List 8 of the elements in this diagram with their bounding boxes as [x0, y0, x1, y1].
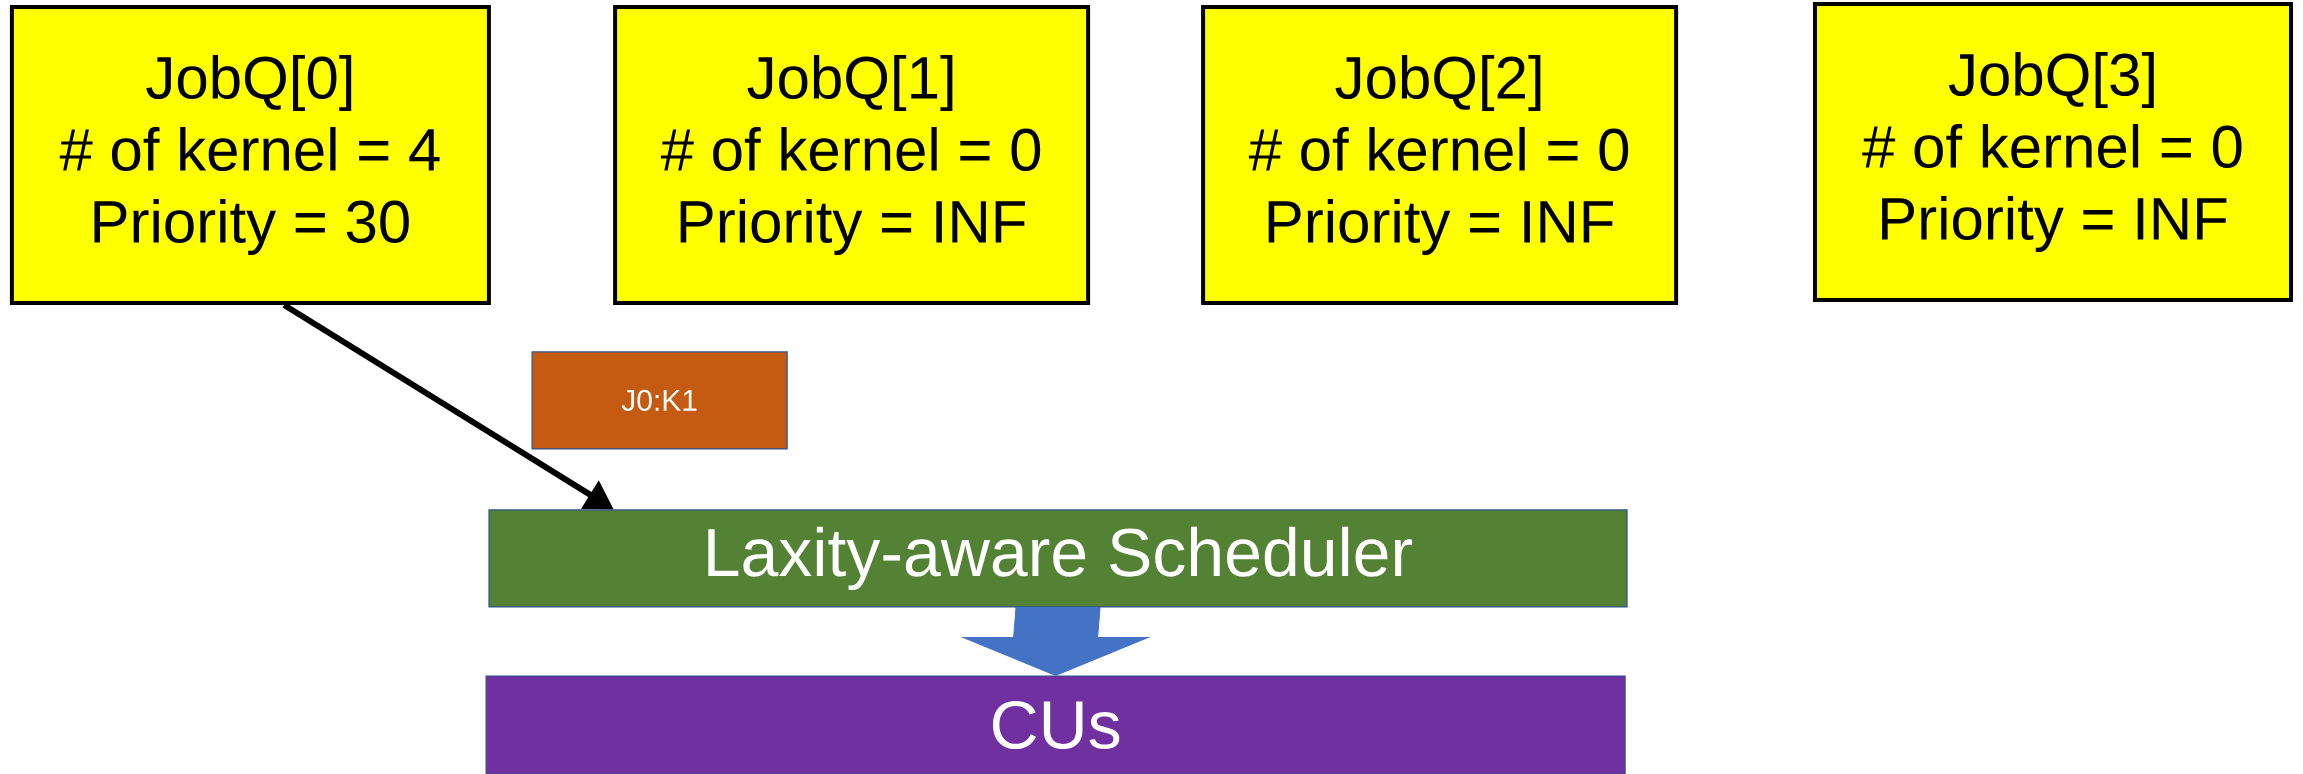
block-arrow	[962, 607, 1149, 676]
scheduler-bar: Laxity-aware Scheduler	[488, 509, 1628, 608]
queue-box: JobQ[0] # of kernel = 4 Priority = 30	[9, 5, 491, 305]
queue-box: JobQ[2] # of kernel = 0 Priority = INF	[1201, 5, 1679, 305]
kernel-box: J0:K1	[531, 351, 788, 450]
queue-box: JobQ[3] # of kernel = 0 Priority = INF	[1813, 2, 2293, 302]
queue-box: JobQ[1] # of kernel = 0 Priority = INF	[613, 5, 1091, 305]
cu-bar: CUs	[485, 675, 1626, 774]
